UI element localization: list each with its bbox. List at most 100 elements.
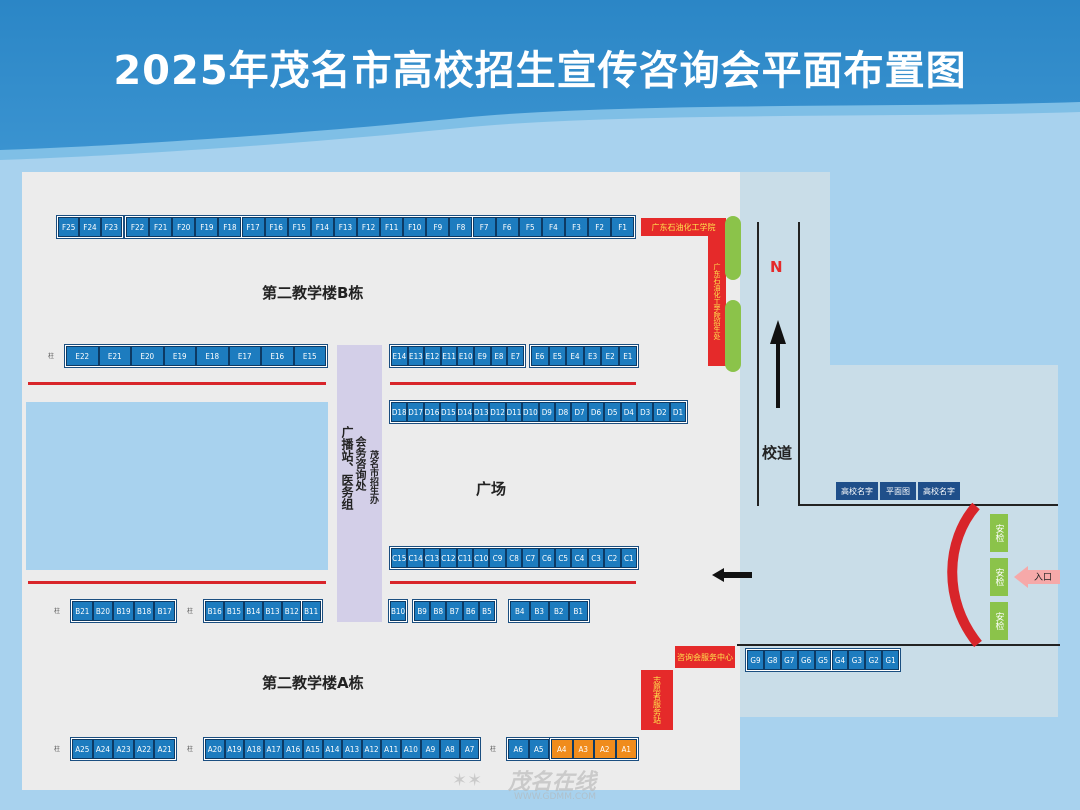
stall-e16[interactable]: E16 xyxy=(261,346,294,366)
stall-d8[interactable]: D8 xyxy=(555,402,572,422)
stall-e17[interactable]: E17 xyxy=(228,346,261,366)
stall-d5[interactable]: D5 xyxy=(604,402,621,422)
stall-b1[interactable]: B1 xyxy=(568,601,588,621)
stall-f14[interactable]: F14 xyxy=(310,217,334,237)
stall-g4[interactable]: G4 xyxy=(831,650,849,670)
stall-d11[interactable]: D11 xyxy=(505,402,523,422)
stall-b7[interactable]: B7 xyxy=(446,601,463,621)
stall-b10[interactable]: B10 xyxy=(390,601,406,621)
stall-e3[interactable]: E3 xyxy=(583,346,602,366)
stall-b15[interactable]: B15 xyxy=(224,601,244,621)
stall-a17[interactable]: A17 xyxy=(263,739,284,759)
stall-d2[interactable]: D2 xyxy=(653,402,670,422)
stall-b13[interactable]: B13 xyxy=(262,601,283,621)
stall-e8[interactable]: E8 xyxy=(490,346,508,366)
stall-a3[interactable]: A3 xyxy=(572,739,594,759)
stall-f3[interactable]: F3 xyxy=(564,217,588,237)
stall-a10[interactable]: A10 xyxy=(401,739,421,759)
stall-a22[interactable]: A22 xyxy=(133,739,155,759)
stall-c1[interactable]: C1 xyxy=(620,548,637,568)
stall-d12[interactable]: D12 xyxy=(489,402,506,422)
stall-b17[interactable]: B17 xyxy=(154,601,175,621)
stall-f9[interactable]: F9 xyxy=(426,217,450,237)
stall-c4[interactable]: C4 xyxy=(571,548,588,568)
stall-b5[interactable]: B5 xyxy=(478,601,495,621)
stall-e11[interactable]: E11 xyxy=(440,346,458,366)
stall-d13[interactable]: D13 xyxy=(473,402,490,422)
stall-b19[interactable]: B19 xyxy=(113,601,134,621)
stall-f6[interactable]: F6 xyxy=(495,217,519,237)
stall-d18[interactable]: D18 xyxy=(391,402,408,422)
stall-d10[interactable]: D10 xyxy=(522,402,539,422)
stall-b9[interactable]: B9 xyxy=(414,601,431,621)
stall-a1[interactable]: A1 xyxy=(615,739,637,759)
stall-d15[interactable]: D15 xyxy=(440,402,457,422)
stall-c11[interactable]: C11 xyxy=(456,548,473,568)
stall-d1[interactable]: D1 xyxy=(669,402,687,422)
stall-c3[interactable]: C3 xyxy=(587,548,605,568)
stall-f7[interactable]: F7 xyxy=(472,217,496,237)
stall-e20[interactable]: E20 xyxy=(131,346,164,366)
stall-e12[interactable]: E12 xyxy=(424,346,441,366)
stall-g9[interactable]: G9 xyxy=(747,650,764,670)
stall-d14[interactable]: D14 xyxy=(456,402,473,422)
stall-f13[interactable]: F13 xyxy=(333,217,357,237)
stall-f24[interactable]: F24 xyxy=(79,217,101,237)
stall-a18[interactable]: A18 xyxy=(244,739,264,759)
stall-f5[interactable]: F5 xyxy=(518,217,542,237)
stall-g6[interactable]: G6 xyxy=(797,650,815,670)
stall-a23[interactable]: A23 xyxy=(113,739,134,759)
stall-a24[interactable]: A24 xyxy=(92,739,114,759)
stall-a14[interactable]: A14 xyxy=(322,739,343,759)
stall-e6[interactable]: E6 xyxy=(531,346,549,366)
stall-d17[interactable]: D17 xyxy=(407,402,424,422)
stall-a20[interactable]: A20 xyxy=(205,739,225,759)
stall-f18[interactable]: F18 xyxy=(218,217,242,237)
stall-g1[interactable]: G1 xyxy=(882,650,900,670)
stall-a4[interactable]: A4 xyxy=(551,739,573,759)
stall-f4[interactable]: F4 xyxy=(541,217,565,237)
stall-a9[interactable]: A9 xyxy=(420,739,441,759)
stall-c8[interactable]: C8 xyxy=(505,548,523,568)
stall-f11[interactable]: F11 xyxy=(380,217,404,237)
stall-e7[interactable]: E7 xyxy=(507,346,524,366)
stall-c9[interactable]: C9 xyxy=(489,548,506,568)
stall-e14[interactable]: E14 xyxy=(391,346,408,366)
stall-c10[interactable]: C10 xyxy=(473,548,490,568)
stall-e19[interactable]: E19 xyxy=(163,346,196,366)
stall-e18[interactable]: E18 xyxy=(196,346,229,366)
stall-e1[interactable]: E1 xyxy=(619,346,637,366)
stall-e10[interactable]: E10 xyxy=(457,346,474,366)
stall-a15[interactable]: A15 xyxy=(303,739,323,759)
stall-b2[interactable]: B2 xyxy=(549,601,569,621)
stall-a19[interactable]: A19 xyxy=(224,739,245,759)
stall-c15[interactable]: C15 xyxy=(391,548,408,568)
stall-a8[interactable]: A8 xyxy=(440,739,460,759)
stall-e13[interactable]: E13 xyxy=(407,346,425,366)
stall-d7[interactable]: D7 xyxy=(571,402,588,422)
stall-d3[interactable]: D3 xyxy=(637,402,654,422)
stall-f8[interactable]: F8 xyxy=(449,217,473,237)
stall-c2[interactable]: C2 xyxy=(604,548,621,568)
stall-d6[interactable]: D6 xyxy=(587,402,605,422)
stall-f21[interactable]: F21 xyxy=(149,217,173,237)
stall-c12[interactable]: C12 xyxy=(440,548,457,568)
stall-f12[interactable]: F12 xyxy=(357,217,381,237)
stall-a7[interactable]: A7 xyxy=(459,739,480,759)
stall-e4[interactable]: E4 xyxy=(566,346,584,366)
stall-e22[interactable]: E22 xyxy=(66,346,99,366)
stall-d9[interactable]: D9 xyxy=(538,402,555,422)
stall-a16[interactable]: A16 xyxy=(283,739,303,759)
stall-f2[interactable]: F2 xyxy=(588,217,612,237)
stall-e15[interactable]: E15 xyxy=(293,346,326,366)
stall-c14[interactable]: C14 xyxy=(407,548,424,568)
stall-f25[interactable]: F25 xyxy=(58,217,80,237)
stall-f15[interactable]: F15 xyxy=(287,217,311,237)
stall-f22[interactable]: F22 xyxy=(126,217,150,237)
stall-e21[interactable]: E21 xyxy=(98,346,131,366)
stall-b4[interactable]: B4 xyxy=(510,601,530,621)
stall-f1[interactable]: F1 xyxy=(611,217,635,237)
stall-b14[interactable]: B14 xyxy=(243,601,263,621)
stall-c6[interactable]: C6 xyxy=(538,548,555,568)
stall-c5[interactable]: C5 xyxy=(555,548,572,568)
